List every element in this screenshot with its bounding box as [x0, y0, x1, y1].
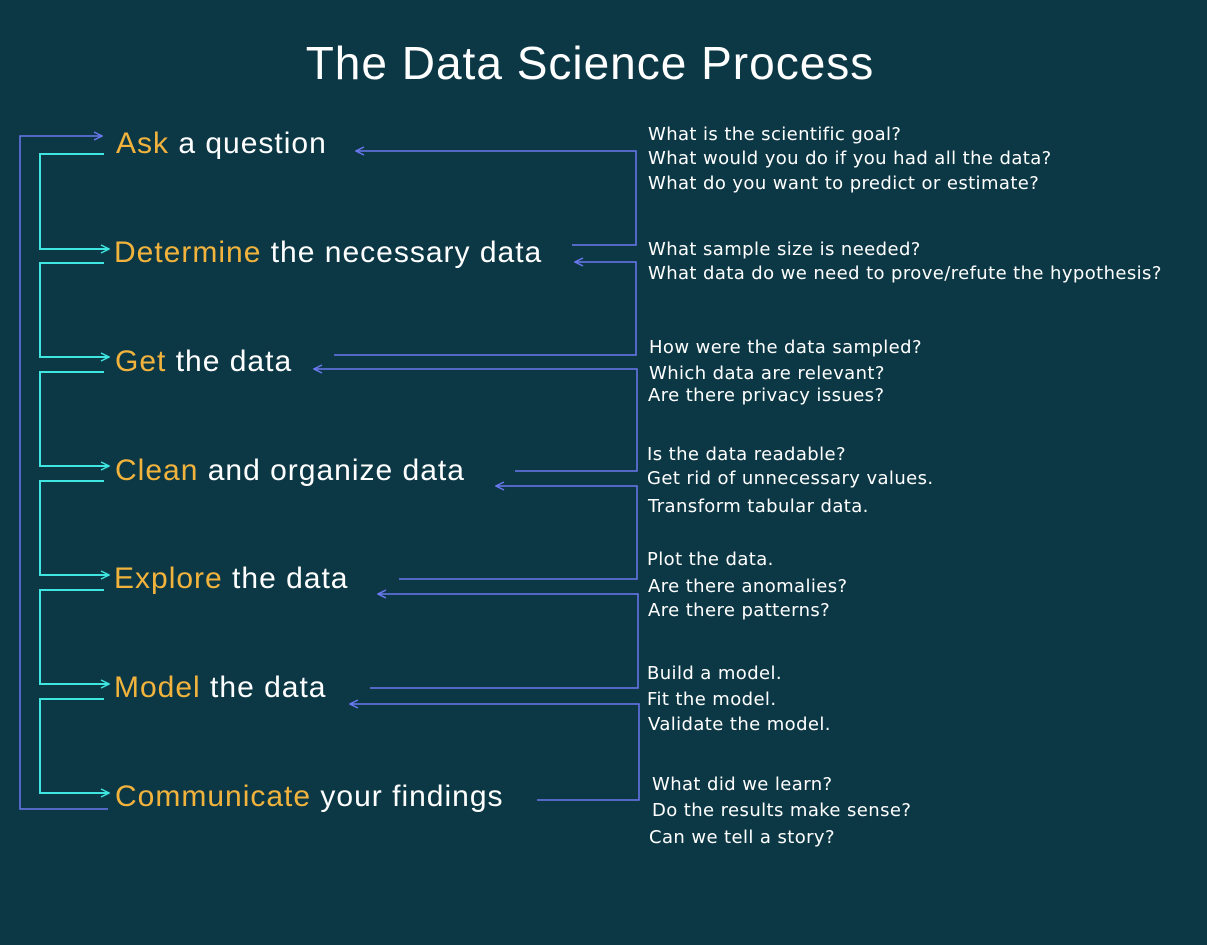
step-text: and organize data	[198, 454, 465, 487]
question: Transform tabular data.	[648, 496, 869, 517]
step-explore: Explore the data	[114, 561, 348, 597]
step-keyword: Model	[114, 671, 201, 704]
step-text: your findings	[311, 780, 504, 813]
question: Are there patterns?	[648, 600, 831, 621]
step-get: Get the data	[115, 344, 292, 380]
step-keyword: Ask	[116, 127, 170, 160]
question: What sample size is needed?	[648, 239, 921, 260]
question: Are there anomalies?	[648, 576, 848, 597]
step-keyword: Get	[115, 345, 167, 378]
step-determine: Determine the necessary data	[114, 235, 542, 271]
question: Get rid of unnecessary values.	[647, 468, 934, 489]
question: Are there privacy issues?	[648, 385, 885, 406]
step-keyword: Clean	[115, 454, 199, 487]
step-clean: Clean and organize data	[115, 453, 465, 489]
step-keyword: Determine	[114, 236, 262, 269]
question: Plot the data.	[647, 549, 774, 570]
question: What is the scientific goal?	[648, 124, 902, 145]
feedback-connector-6-5	[370, 594, 639, 689]
question: What do you want to predict or estimate?	[648, 173, 1040, 194]
feedback-connector-4-3	[314, 369, 638, 472]
step-keyword: Communicate	[115, 780, 312, 813]
step-connector-5-6	[39, 589, 109, 684]
feedback-connector-2-1	[356, 151, 637, 246]
question: Is the data readable?	[647, 444, 846, 465]
step-ask: Ask a question	[116, 126, 327, 162]
page-title: The Data Science Process	[305, 37, 875, 89]
step-connector-4-5	[39, 480, 109, 575]
step-connector-2-3	[39, 262, 109, 357]
question: Validate the model.	[648, 714, 831, 735]
step-connector-6-7	[39, 698, 109, 793]
question: Build a model.	[647, 663, 783, 684]
step-communicate: Communicate your findings	[115, 779, 504, 815]
question: Can we tell a story?	[649, 827, 835, 848]
feedback-connector-5-4	[399, 486, 638, 580]
question: How were the data sampled?	[649, 337, 922, 358]
step-text: the data	[166, 345, 293, 378]
step-text: the necessary data	[261, 236, 543, 269]
question: Do the results make sense?	[652, 800, 912, 821]
feedback-connector-7-6	[350, 704, 640, 801]
question: What would you do if you had all the dat…	[648, 148, 1052, 169]
question: What data do we need to prove/refute the…	[648, 263, 1162, 284]
feedback-connector-3-2	[334, 262, 637, 356]
loop-back-connector	[19, 136, 108, 810]
step-model: Model the data	[114, 670, 326, 706]
question: Fit the model.	[647, 689, 777, 710]
step-text: the data	[200, 671, 327, 704]
step-text: the data	[222, 562, 349, 595]
step-connector-1-2	[39, 153, 109, 249]
question: Which data are relevant?	[649, 363, 885, 384]
step-keyword: Explore	[114, 562, 223, 595]
step-text: a question	[169, 127, 327, 160]
question: What did we learn?	[652, 774, 833, 795]
step-connector-3-4	[39, 371, 109, 466]
